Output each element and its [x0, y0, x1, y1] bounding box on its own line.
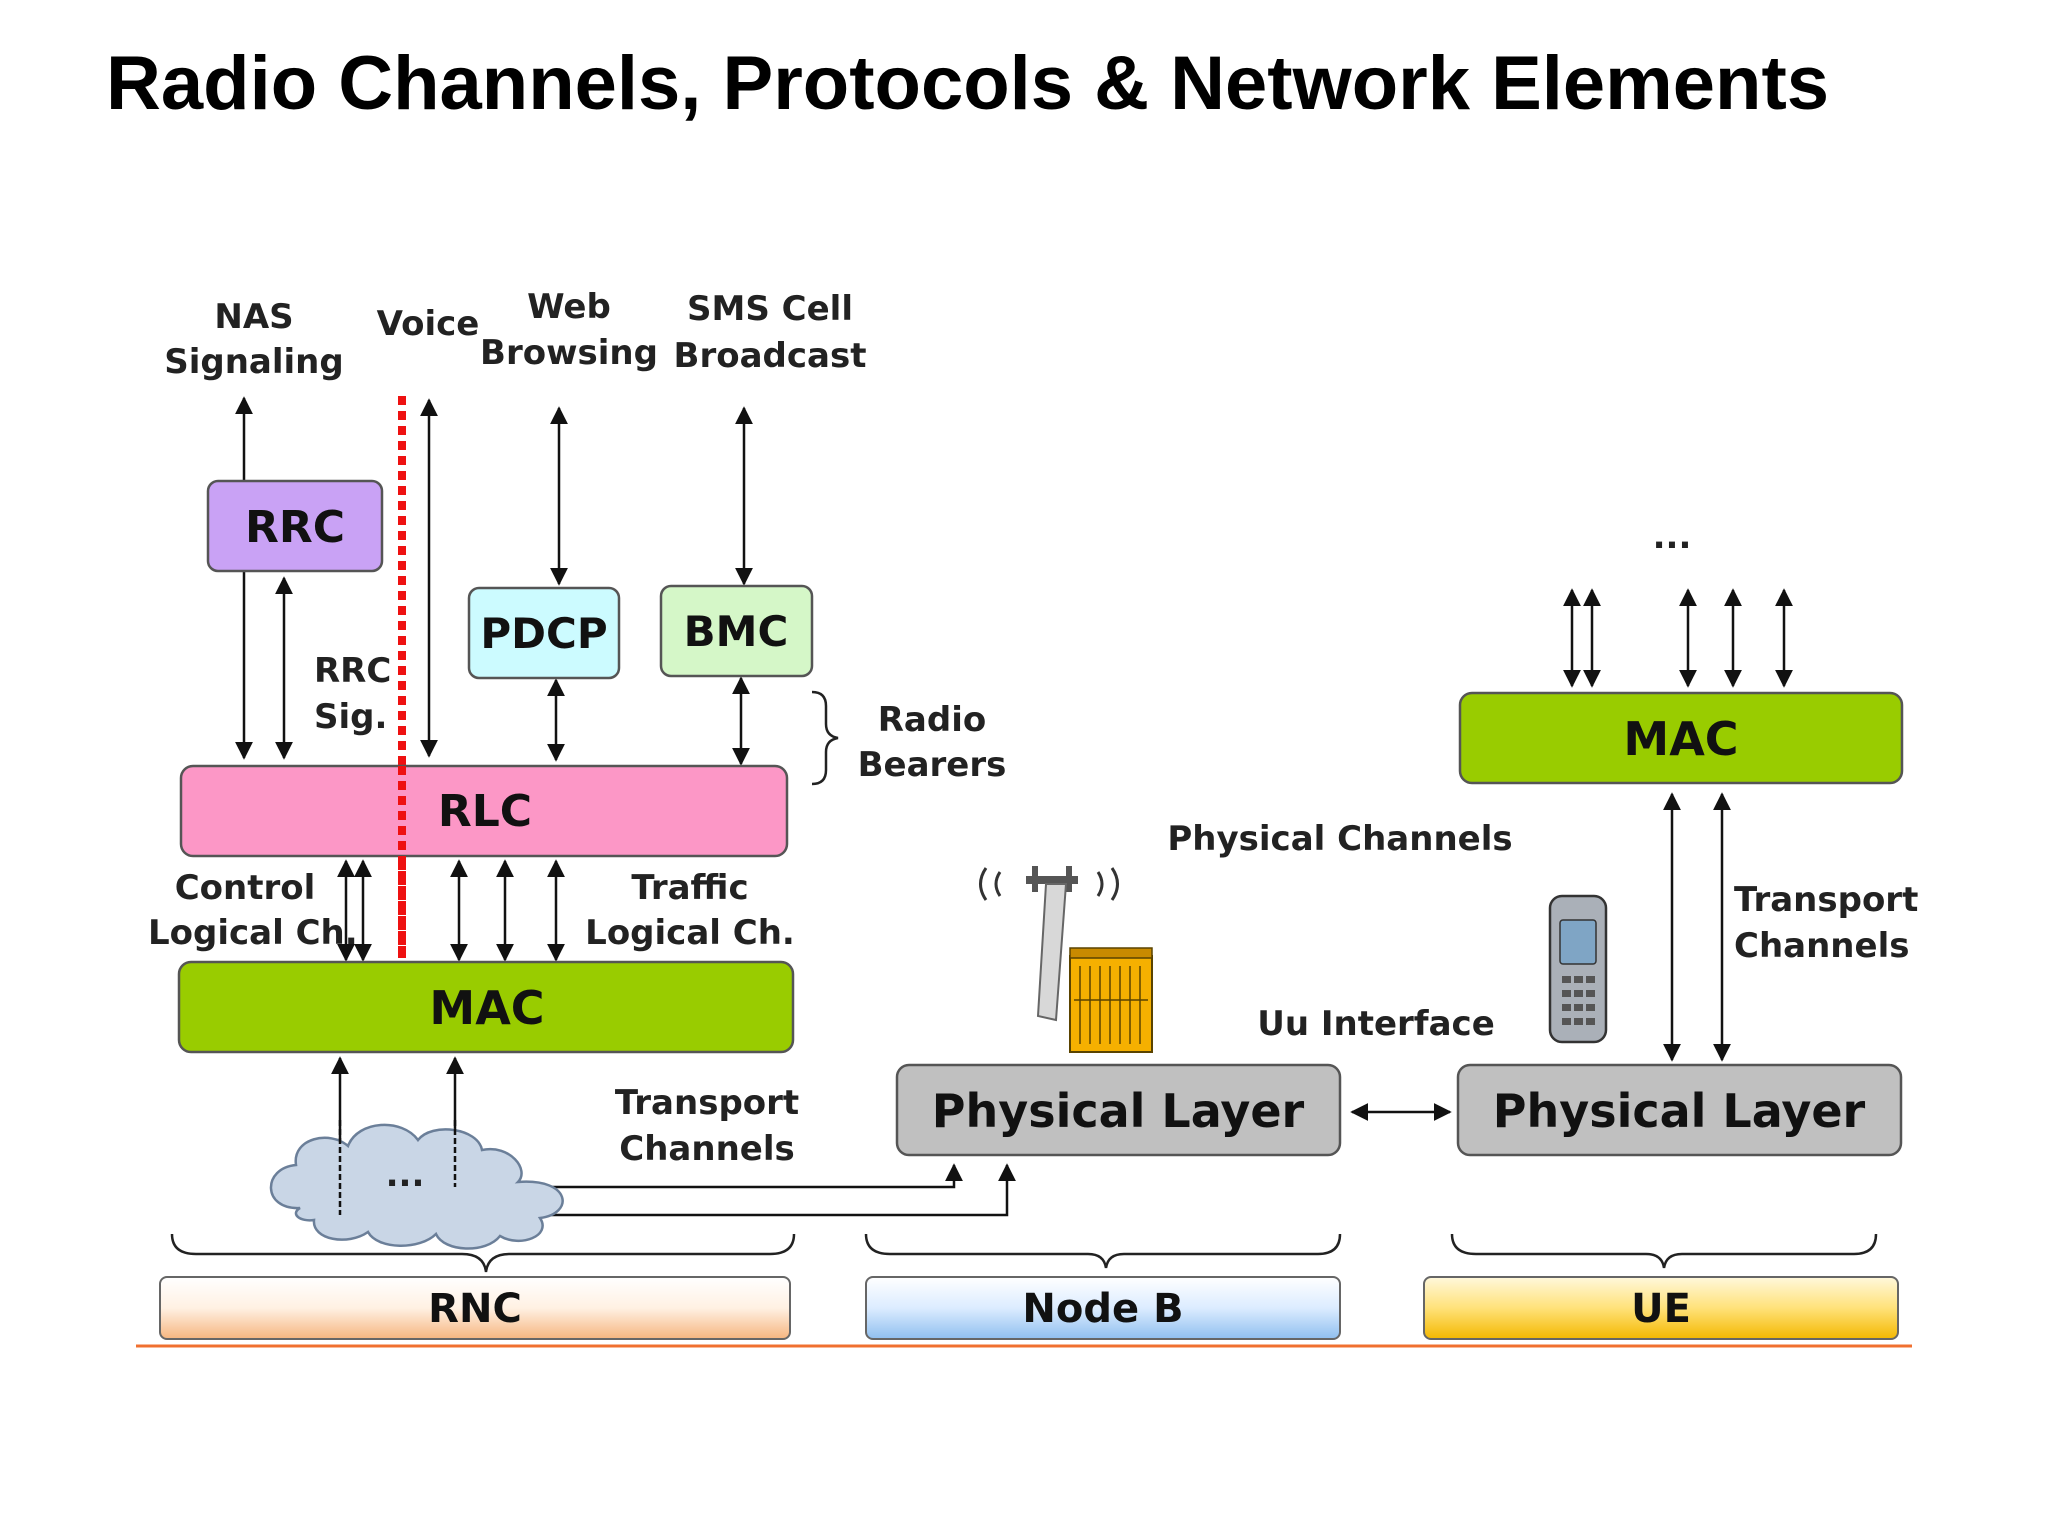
svg-text:BMC: BMC [684, 607, 789, 656]
rrc-sig-label: RRC Sig. [314, 651, 391, 737]
svg-text:Channels: Channels [1734, 926, 1909, 966]
svg-text:Transport: Transport [1734, 880, 1918, 920]
upper-arrows [235, 396, 1793, 1217]
transport-route-overlay [338, 1120, 457, 1215]
transport-channels-rnc-label: Transport Channels [615, 1083, 799, 1169]
svg-text:Web: Web [527, 287, 611, 327]
svg-text:Control: Control [175, 868, 316, 908]
uu-interface-label: Uu Interface [1257, 1004, 1495, 1044]
mac-ue-box: MAC [1458, 691, 1904, 785]
svg-text:RRC: RRC [245, 502, 345, 553]
cloud-icon: ... [269, 1123, 564, 1250]
radio-bearers-brace [811, 690, 839, 786]
svg-text:Bearers: Bearers [858, 745, 1007, 785]
bottom-braces [170, 1233, 1878, 1273]
bmc-box: BMC [659, 584, 814, 678]
mac-rnc-box: MAC [177, 960, 795, 1054]
svg-text:Node B: Node B [1022, 1286, 1183, 1332]
ue-element: UE [1423, 1276, 1899, 1340]
physical-layer-nodeb-box: Physical Layer [895, 1063, 1342, 1157]
web-browsing-label: Web Browsing [480, 287, 658, 373]
ue-ellipsis: ... [1653, 517, 1692, 557]
svg-text:Traffic: Traffic [631, 868, 748, 908]
svg-text:Signaling: Signaling [164, 342, 343, 382]
rnc-element: RNC [159, 1276, 791, 1340]
control-logical-ch-label: Control Logical Ch. [148, 868, 358, 953]
svg-text:Logical Ch.: Logical Ch. [148, 913, 358, 953]
svg-text:Browsing: Browsing [480, 333, 658, 373]
svg-text:PDCP: PDCP [480, 609, 607, 658]
svg-text:Physical Layer: Physical Layer [932, 1084, 1305, 1138]
rnc-brace [170, 1233, 796, 1273]
svg-text:Channels: Channels [619, 1129, 794, 1169]
sms-cell-broadcast-label: SMS Cell Broadcast [674, 289, 867, 376]
svg-text:Radio: Radio [878, 700, 986, 740]
svg-text:UE: UE [1631, 1286, 1691, 1332]
svg-text:MAC: MAC [429, 981, 544, 1035]
transport-channels-ue-label: Transport Channels [1734, 880, 1918, 966]
svg-text:RNC: RNC [428, 1286, 522, 1332]
voice-label: Voice [377, 304, 480, 344]
slide-title: Radio Channels, Protocols & Network Elem… [106, 41, 1830, 126]
svg-text:SMS Cell: SMS Cell [687, 289, 853, 329]
physical-channels-label: Physical Channels [1167, 819, 1512, 859]
traffic-logical-ch-label: Traffic Logical Ch. [585, 868, 795, 953]
nodeb-brace [864, 1233, 1342, 1269]
svg-text:RRC: RRC [314, 651, 391, 691]
ue-brace [1450, 1233, 1878, 1269]
physical-layer-ue-box: Physical Layer [1456, 1063, 1903, 1157]
nas-signaling-label: NAS Signaling [164, 297, 343, 382]
svg-text:...: ... [386, 1155, 425, 1195]
rrc-box: RRC [206, 479, 384, 573]
svg-text:MAC: MAC [1623, 712, 1738, 766]
svg-text:NAS: NAS [214, 297, 293, 337]
base-station-icon [979, 866, 1153, 1053]
svg-text:Physical Layer: Physical Layer [1493, 1084, 1866, 1138]
svg-text:Sig.: Sig. [314, 697, 387, 737]
pdcp-box: PDCP [467, 586, 621, 680]
rlc-box: RLC [179, 764, 789, 858]
svg-text:Logical Ch.: Logical Ch. [585, 913, 795, 953]
radio-bearers-label: Radio Bearers [858, 700, 1007, 785]
svg-text:Broadcast: Broadcast [674, 336, 867, 376]
nodeb-element: Node B [865, 1276, 1341, 1340]
svg-text:RLC: RLC [438, 786, 532, 837]
svg-text:Transport: Transport [615, 1083, 799, 1123]
mobile-phone-icon [1548, 894, 1608, 1044]
